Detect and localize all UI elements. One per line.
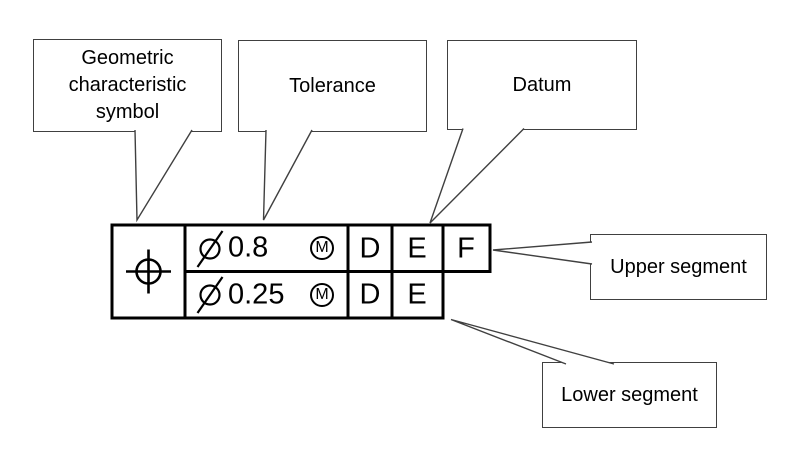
- callout-label: Lower segment: [561, 383, 698, 406]
- tail-lower-segment: [450, 318, 615, 365]
- position-symbol-icon: [126, 249, 171, 294]
- callout-upper-segment: Upper segment: [590, 234, 767, 300]
- callout-label-line: characteristic: [68, 74, 187, 96]
- callout-label: Tolerance: [289, 74, 376, 97]
- datum-letter-upper-2: E: [407, 232, 427, 265]
- datum-letter-upper-1: D: [359, 232, 381, 265]
- tail-geometric: [134, 129, 193, 223]
- callout-datum: Datum: [447, 40, 637, 130]
- datum-letter-upper-3: F: [457, 232, 475, 265]
- callout-label: Upper segment: [610, 255, 747, 278]
- datum-letter-lower-2: E: [407, 278, 427, 311]
- mmc-modifier-icon: M: [310, 236, 334, 260]
- feature-control-frame: [110, 223, 492, 320]
- datum-letter-lower-1: D: [359, 278, 381, 311]
- frame-outline: [110, 223, 492, 320]
- callout-label-line: symbol: [95, 101, 160, 123]
- tail-datum: [429, 128, 525, 224]
- tail-upper-segment: [492, 241, 593, 265]
- mmc-modifier-letter: M: [315, 286, 329, 303]
- mmc-modifier-icon: M: [310, 283, 334, 307]
- tolerance-value-lower: 0.25: [228, 278, 285, 311]
- tail-tolerance: [262, 129, 313, 221]
- callout-lower-segment: Lower segment: [542, 362, 717, 428]
- diameter-symbol-icon: [196, 230, 224, 268]
- mmc-modifier-letter: M: [315, 239, 329, 256]
- callout-label-line: Geometric: [81, 47, 174, 69]
- callout-geometric-characteristic-symbol: Geometric characteristic symbol: [33, 39, 222, 132]
- callout-label: Datum: [512, 73, 572, 96]
- diameter-symbol-icon: [196, 276, 224, 314]
- tolerance-value-upper: 0.8: [228, 231, 269, 264]
- callout-tolerance: Tolerance: [238, 40, 427, 132]
